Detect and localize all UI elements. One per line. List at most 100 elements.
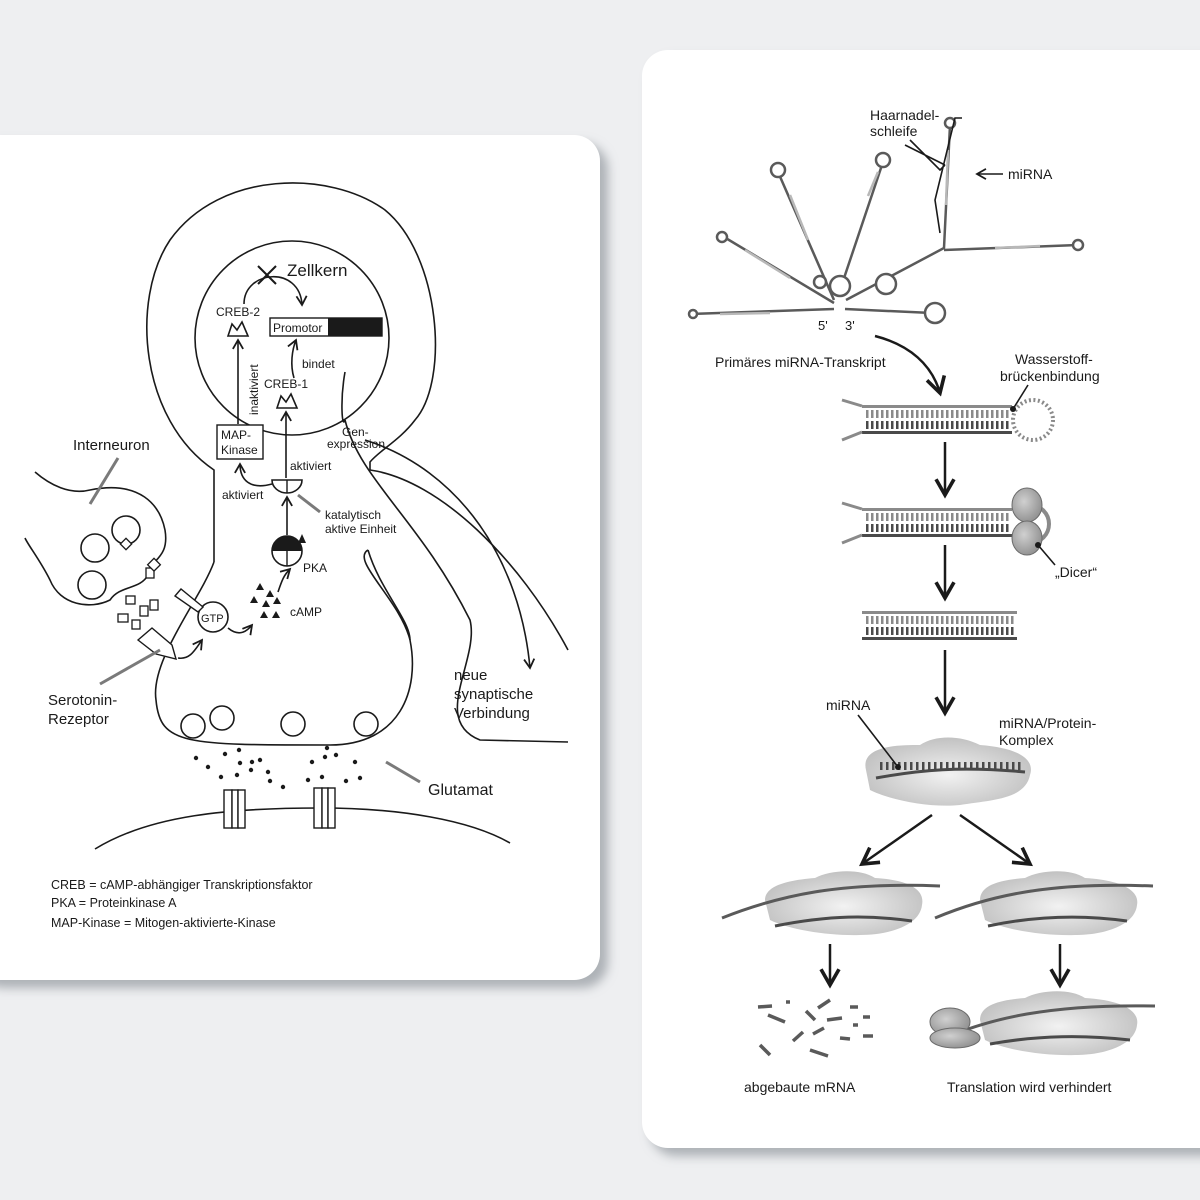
base-pair [866,513,869,521]
base-pair [981,513,984,521]
glutamate-pointer [385,760,421,784]
base-pair [986,616,989,624]
base-pair [971,421,974,429]
mirna-strand [875,767,1026,780]
complex-label-2: Komplex [999,732,1053,748]
base-pair [931,421,934,429]
cleavage-complex [765,871,923,936]
base-pair [961,524,964,532]
protein-complex [865,737,1031,806]
base-pair [976,410,979,418]
base-pair [911,627,914,635]
base-pair [988,762,991,770]
base-pair [966,627,969,635]
base-pair [956,616,959,624]
mirna-pathway-card [642,50,1200,1148]
base-pair [911,616,914,624]
base-pair [976,616,979,624]
gene-block [328,318,382,336]
base-pair [981,616,984,624]
base-pair [1018,762,1021,770]
base-pair [871,410,874,418]
base-pair [986,627,989,635]
base-pair [951,421,954,429]
base-pair [946,627,949,635]
base-pair [986,513,989,521]
base-pair [936,421,939,429]
base-pair [906,421,909,429]
base-pair [871,513,874,521]
base-pair [926,627,929,635]
base-pair [936,410,939,418]
base-pair [901,627,904,635]
catalytic-label-2: aktive Einheit [325,522,397,536]
axon-right-outline [344,419,569,743]
base-pair [911,410,914,418]
dicer-pointer [1037,544,1056,566]
base-pair [876,524,879,532]
base-pair [961,410,964,418]
base-pair [906,524,909,532]
base-pair [946,421,949,429]
map-kinase-box [216,424,264,460]
base-pair [871,524,874,532]
base-pair [1001,627,1004,635]
legend-line: PKA = Proteinkinase A [51,896,177,910]
base-pair [911,513,914,521]
base-pair [922,762,925,770]
degraded-fragments [757,998,873,1058]
base-pair [971,524,974,532]
base-pair [936,627,939,635]
mirna-left [774,915,913,928]
base-pair [941,627,944,635]
base-pair [866,627,869,635]
base-pair [896,421,899,429]
base-pair [964,762,967,770]
base-pair [871,421,874,429]
new-synapse-label-2: synaptische [454,686,533,703]
base-pair [931,524,934,532]
base-pair [916,616,919,624]
base-pair [904,762,907,770]
complex-label: miRNA/Protein- [999,715,1097,731]
three-prime-label: 3' [845,318,855,333]
base-pair [971,513,974,521]
base-pair [886,616,889,624]
base-pair [981,627,984,635]
mirna-top-label: miRNA [1008,166,1053,182]
base-pair [966,616,969,624]
base-pair [891,513,894,521]
target-mrna-right [934,883,1154,920]
base-pair [896,410,899,418]
base-pair [991,513,994,521]
blocked-arrow [243,275,308,307]
base-pair [996,513,999,521]
base-pair [911,524,914,532]
base-pair [976,762,979,770]
base-pair [881,524,884,532]
base-pair [906,627,909,635]
mirna-complex-pointer [857,714,899,768]
base-pair [1012,762,1015,770]
g-protein-stalk [173,588,205,613]
hbond-label-2: brückenbindung [1000,368,1100,384]
map-kinase-label-2: Kinase [221,443,258,457]
new-synapse-label-3: Verbindung [454,705,530,722]
base-pair [876,513,879,521]
base-pair [906,513,909,521]
base-pair [881,616,884,624]
base-pair [1006,410,1009,418]
legend-line: MAP-Kinase = Mitogen-aktivierte-Kinase [51,916,276,930]
base-pair [966,513,969,521]
interneuron-pointer [88,457,120,505]
base-pair [996,616,999,624]
base-pair [1001,410,1004,418]
hairpin-bracket [904,117,962,234]
creb2-label: CREB-2 [216,305,260,319]
receptor-to-gtp-arrow [177,638,204,660]
base-pair [921,410,924,418]
primary-transcript-label: Primäres miRNA-Transkript [715,354,886,370]
base-pair [941,524,944,532]
mirna-blocked [989,1035,1131,1046]
